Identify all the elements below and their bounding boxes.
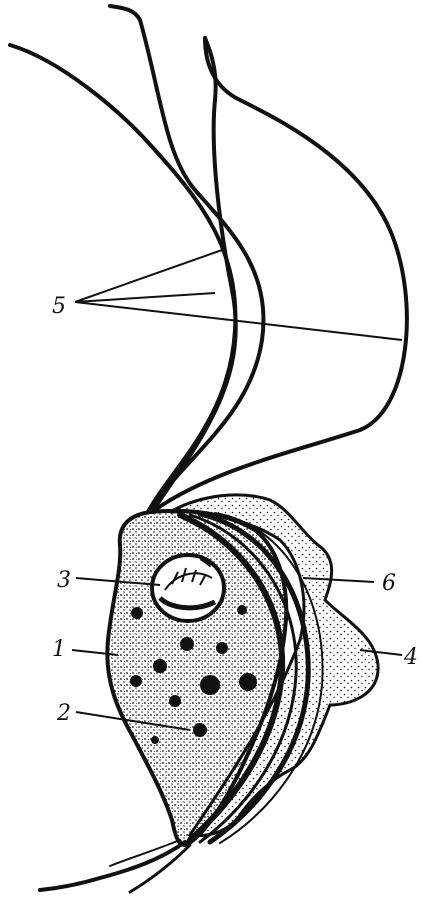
posterior-tail	[40, 840, 190, 892]
label-2: 2	[56, 701, 71, 726]
flagellum-4	[152, 38, 407, 512]
label-3: 3	[57, 568, 71, 593]
flagellum-2	[110, 6, 263, 512]
label-6: 6	[382, 571, 396, 596]
label-5: 5	[52, 294, 66, 319]
label-1: 1	[52, 637, 66, 662]
flagellum-1	[10, 45, 235, 512]
flagella	[10, 6, 407, 512]
nucleus	[152, 555, 224, 621]
label-4: 4	[403, 645, 418, 670]
flagellum-3	[152, 38, 236, 512]
pointer-lines-5	[75, 250, 402, 340]
